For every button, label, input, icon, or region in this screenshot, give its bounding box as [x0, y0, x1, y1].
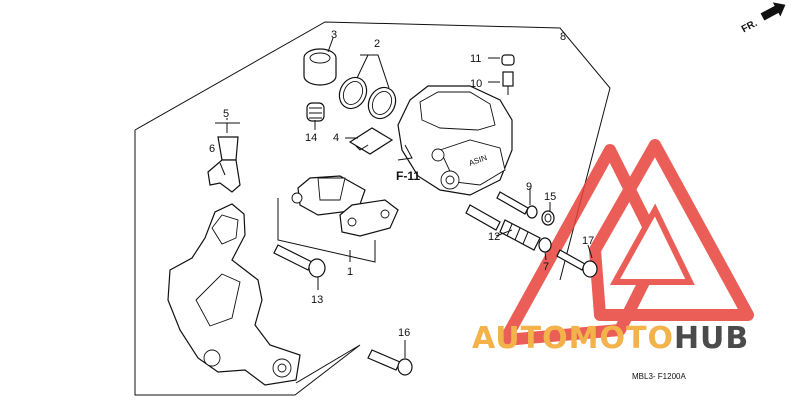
part-seals [338, 54, 397, 120]
frame-top-edge [134, 21, 611, 281]
part-caliper-bolt [556, 244, 598, 278]
callout-15: 15 [544, 191, 556, 203]
reference-label: F-11 [396, 169, 420, 183]
callout-16: 16 [398, 327, 410, 339]
part-pad-spring [345, 127, 394, 155]
callout-13: 13 [311, 294, 323, 306]
callout-14: 14 [305, 132, 317, 144]
direction-label: FR. [740, 18, 760, 35]
part-pin-assembly [465, 204, 552, 253]
watermark-triangle-right [589, 139, 754, 321]
callout-4: 4 [333, 132, 339, 144]
watermark-brand-part2: HUB [674, 321, 749, 356]
callout-7: 7 [543, 261, 549, 273]
callout-9: 9 [526, 181, 532, 193]
part-piston [303, 37, 337, 86]
callout-8: 8 [560, 31, 566, 43]
part-pad-retainer [207, 122, 241, 193]
callout-1: 1 [347, 266, 353, 278]
drawing-code-suffix: A [680, 372, 686, 381]
callout-10: 10 [470, 78, 482, 90]
watermark-logo [499, 139, 754, 346]
part-bleeder-cap [306, 102, 325, 122]
front-arrow-icon [760, 2, 786, 21]
watermark-brand: AUTOMOTOHUB [472, 321, 749, 356]
callout-11: 11 [470, 53, 481, 65]
drawing-code: MBL3- F1200A [632, 372, 686, 381]
watermark-brand-part1: AUTOMOTO [472, 321, 674, 356]
callout-5: 5 [223, 108, 229, 120]
assembly-frame [134, 130, 361, 396]
callout-6: 6 [209, 143, 215, 155]
drawing-code-main: MBL3- F1200 [632, 372, 681, 381]
part-bracket-pin [273, 244, 326, 290]
callout-12: 12 [488, 231, 500, 243]
part-bracket-bolt [367, 340, 413, 376]
callout-17: 17 [582, 235, 594, 247]
part-brake-pads [277, 175, 399, 263]
part-caliper-bracket [167, 203, 301, 386]
part-caliper-body: ASIN [397, 85, 513, 196]
watermark-triangle-inner [609, 203, 695, 285]
callout-3: 3 [331, 29, 337, 41]
front-direction-indicator: FR. [740, 2, 786, 35]
callout-2: 2 [374, 38, 380, 50]
part-pin-boot [541, 210, 555, 226]
part-bleeder-valve [488, 54, 515, 95]
part-slide-pin [496, 191, 538, 219]
